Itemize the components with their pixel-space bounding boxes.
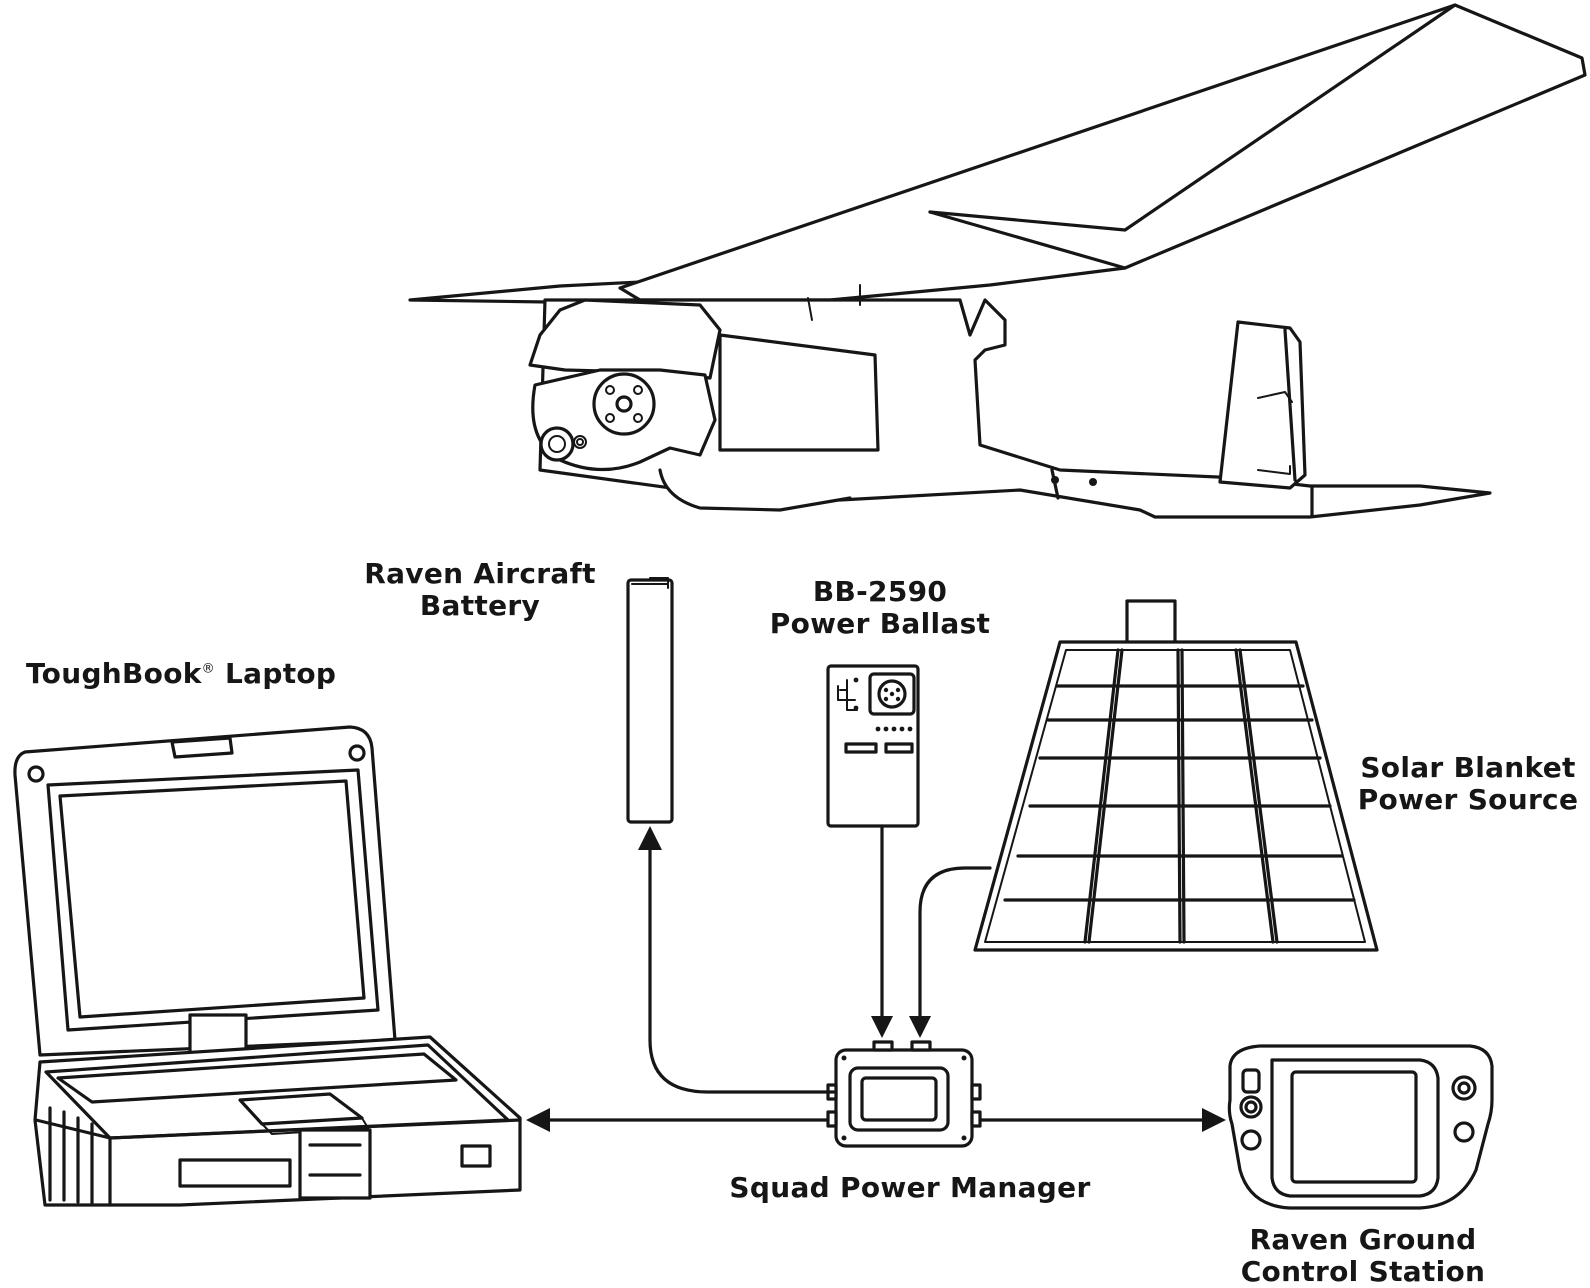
battery-label: Raven Aircraft Battery [360, 558, 600, 622]
battery-label-line1: Raven Aircraft [364, 557, 596, 590]
solar-connection-line [918, 866, 992, 1022]
solar-label: Solar Blanket Power Source [1350, 752, 1586, 816]
ground-station-label-line2: Control Station [1240, 1255, 1486, 1288]
solar-label-line2: Power Source [1357, 783, 1579, 816]
ground-station-arrowhead [1202, 1108, 1226, 1132]
ground-station-label-line1: Raven Ground [1249, 1223, 1477, 1256]
toughbook-laptop-illustration [13, 725, 522, 1207]
laptop-arrowhead [526, 1108, 550, 1132]
battery-label-line2: Battery [419, 589, 541, 622]
raven-battery-illustration [626, 577, 674, 824]
laptop-label-mark: ® [201, 661, 215, 677]
laptop-label-name: ToughBook [26, 657, 202, 690]
laptop-label-suffix: Laptop [214, 657, 337, 690]
ballast-label: BB-2590 Power Ballast [760, 576, 1000, 640]
bb2590-ballast-illustration [826, 664, 920, 828]
solar-arrowhead [909, 1016, 931, 1038]
raven-aircraft-illustration [408, 3, 1587, 519]
ground-station-label: Raven Ground Control Station [1230, 1224, 1496, 1288]
connection-lines [526, 824, 1226, 1132]
squad-power-manager-illustration [826, 1040, 982, 1148]
battery-connection-line [648, 844, 838, 1094]
manager-label: Squad Power Manager [720, 1172, 1100, 1204]
solar-blanket-illustration [973, 599, 1379, 952]
ground-control-station-illustration [1227, 1044, 1494, 1210]
laptop-label: ToughBook® Laptop [26, 658, 336, 690]
solar-label-line1: Solar Blanket [1360, 751, 1576, 784]
ballast-arrowhead [871, 1016, 893, 1038]
battery-arrowhead [638, 826, 662, 850]
ballast-label-line1: BB-2590 [812, 575, 948, 608]
ballast-label-line2: Power Ballast [769, 607, 991, 640]
manager-label-text: Squad Power Manager [729, 1171, 1091, 1204]
